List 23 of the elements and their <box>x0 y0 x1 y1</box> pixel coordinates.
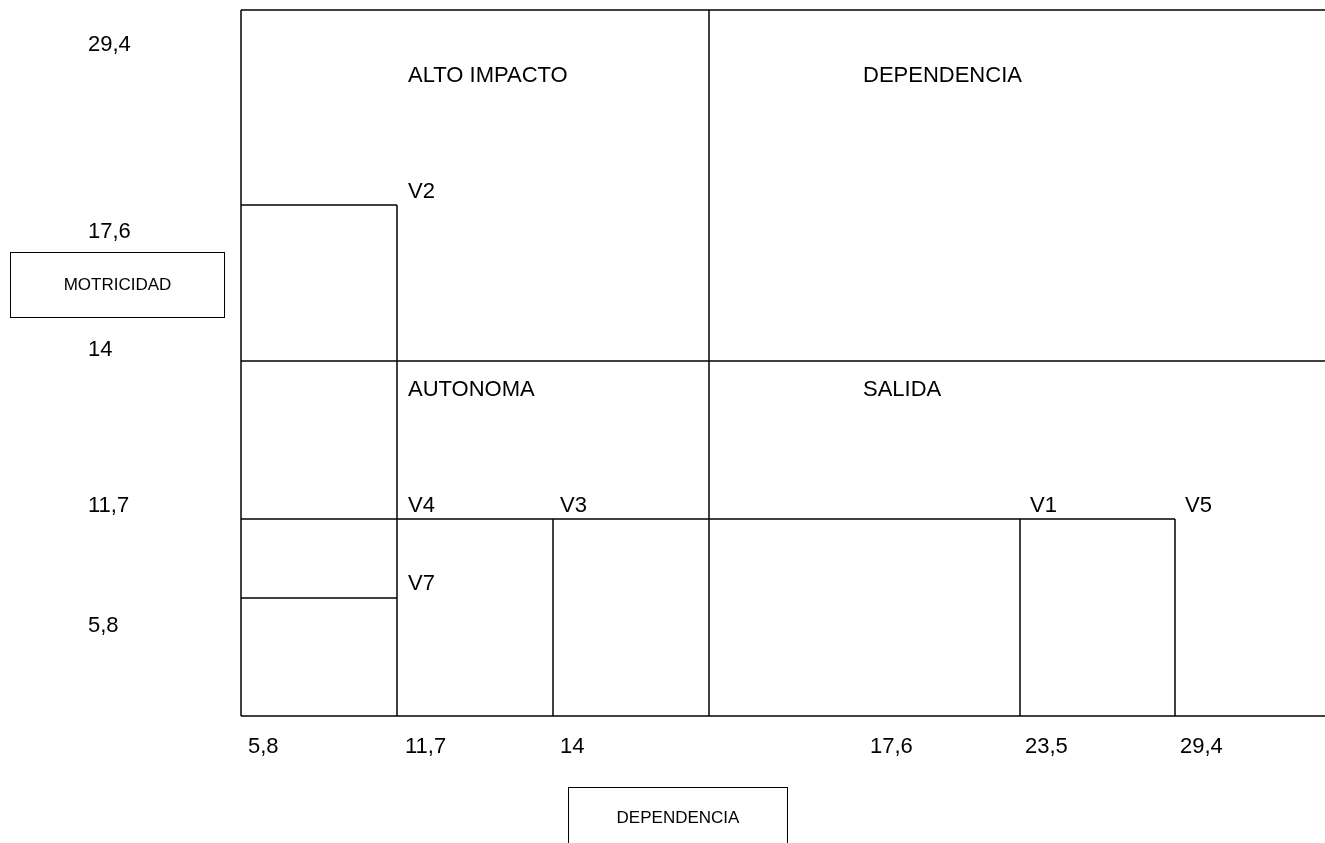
variable-label: V7 <box>408 572 435 594</box>
axis-title-box: DEPENDENCIA <box>568 787 788 843</box>
tick-label: 23,5 <box>1025 735 1068 757</box>
axis-title-box: MOTRICIDAD <box>10 252 225 318</box>
quadrant-label: SALIDA <box>863 378 942 400</box>
variable-label: V2 <box>408 180 435 202</box>
tick-label: 14 <box>560 735 585 757</box>
variable-label: V4 <box>408 494 435 516</box>
tick-label: 17,6 <box>870 735 913 757</box>
tick-label: 29,4 <box>88 33 131 55</box>
variable-label: V3 <box>560 494 587 516</box>
tick-label: 11,7 <box>88 494 130 516</box>
tick-label: 11,7 <box>405 735 447 757</box>
variable-label: V5 <box>1185 494 1212 516</box>
variable-label: V1 <box>1030 494 1057 516</box>
quadrant-label: AUTONOMA <box>408 378 535 400</box>
tick-label: 29,4 <box>1180 735 1223 757</box>
tick-label: 5,8 <box>88 614 119 636</box>
quadrant-label: ALTO IMPACTO <box>408 64 568 86</box>
tick-label: 14 <box>88 338 113 360</box>
quadrant-label: DEPENDENCIA <box>863 64 1022 86</box>
tick-label: 17,6 <box>88 220 131 242</box>
tick-label: 5,8 <box>248 735 279 757</box>
